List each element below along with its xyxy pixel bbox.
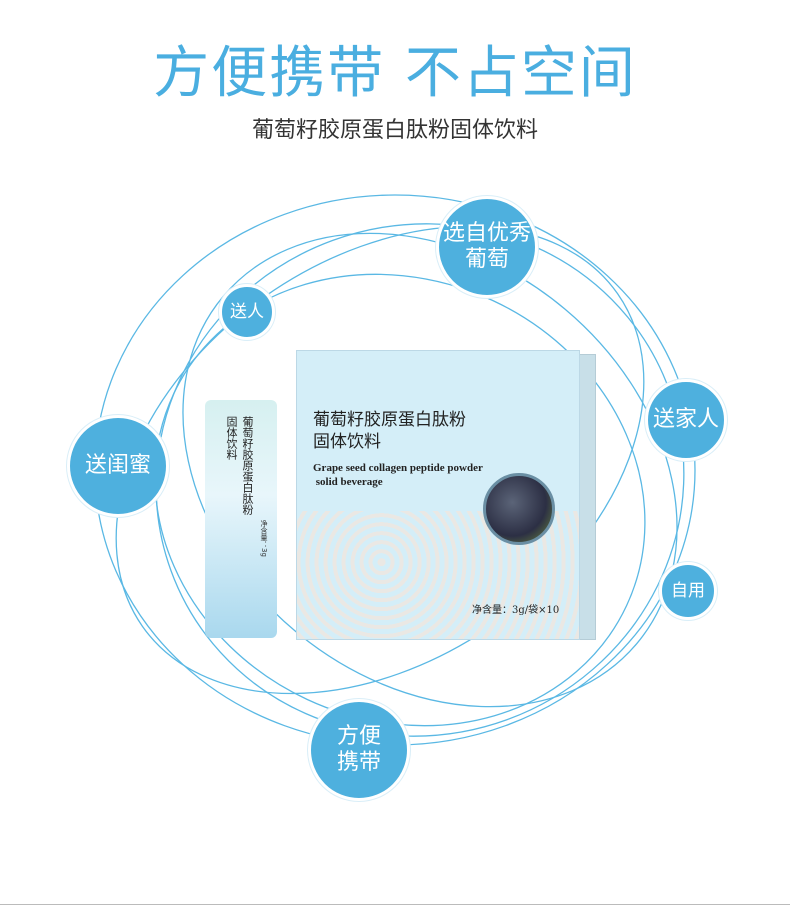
sachet-net-content: 净含量：3g xyxy=(260,520,268,557)
sachet-name: 葡萄籽胶原蛋白肽粉 固体饮料 xyxy=(225,416,254,515)
bubble-bestie: 送闺蜜 xyxy=(67,415,169,517)
ring xyxy=(154,273,646,727)
page-subtitle: 葡萄籽胶原蛋白肽粉固体饮料 xyxy=(251,118,538,143)
box-name-cn: 葡萄籽胶原蛋白肽粉 固体饮料 xyxy=(313,410,466,453)
bubble-portable: 方便 携带 xyxy=(308,699,410,801)
divider xyxy=(0,904,790,905)
grape-photo xyxy=(483,473,555,545)
box-net-content: 净含量：3g/袋×10 xyxy=(472,605,560,616)
bubble-gift: 送人 xyxy=(219,284,275,340)
bubble-self-use: 自用 xyxy=(659,562,717,620)
box-side xyxy=(578,354,596,640)
bubble-select-grapes: 选自优秀 葡萄 xyxy=(436,196,538,298)
bubble-family: 送家人 xyxy=(645,379,727,461)
box-name-en: Grape seed collagen peptide powder solid… xyxy=(313,462,483,489)
product-box: 葡萄籽胶原蛋白肽粉 固体饮料 Grape seed collagen pepti… xyxy=(296,350,580,640)
page-title: 方便携带 不占空间 xyxy=(153,41,637,106)
product-sachet: 葡萄籽胶原蛋白肽粉 固体饮料 净含量：3g xyxy=(205,400,277,638)
